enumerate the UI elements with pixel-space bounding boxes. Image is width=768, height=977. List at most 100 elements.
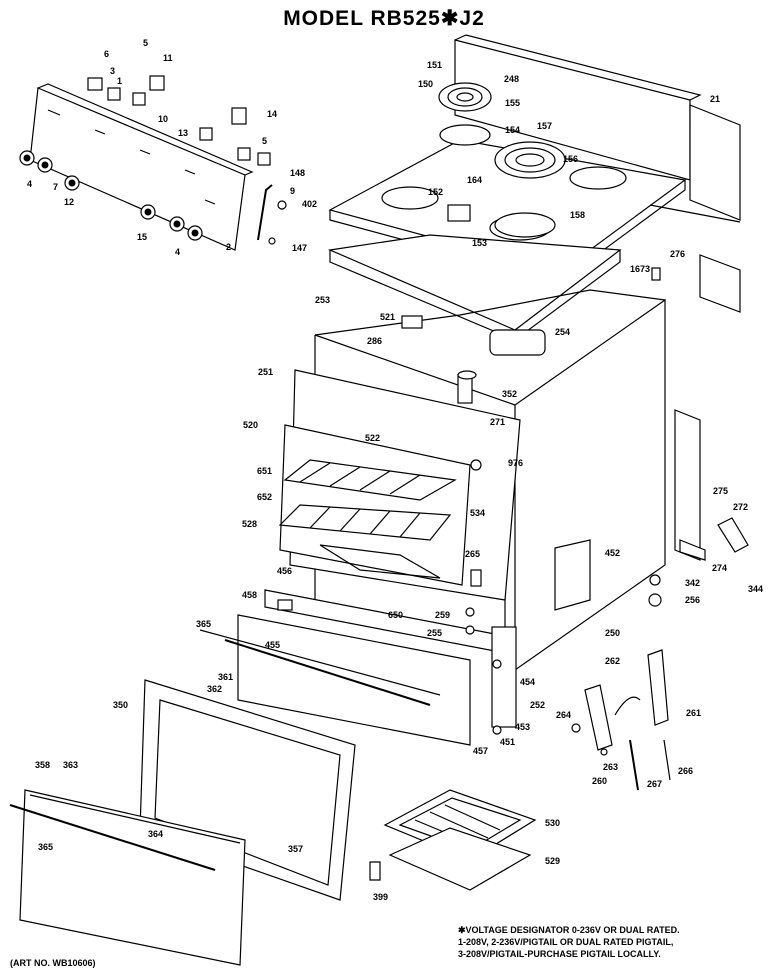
part-label: 263: [603, 762, 618, 772]
footnote-line: 1-208V, 2-236V/PIGTAIL OR DUAL RATED PIG…: [458, 937, 674, 947]
part-label: 276: [670, 249, 685, 259]
part-label: 158: [570, 210, 585, 220]
part-label: 529: [545, 856, 560, 866]
part-label: 344: [748, 584, 763, 594]
part-label: 364: [148, 829, 163, 839]
part-label: 357: [288, 844, 303, 854]
part-label: 361: [218, 672, 233, 682]
footnote-line: 3-208V/PIGTAIL-PURCHASE PIGTAIL LOCALLY.: [458, 949, 661, 959]
part-label: 5: [262, 136, 267, 146]
part-label: 399: [373, 892, 388, 902]
part-label: 402: [302, 199, 317, 209]
part-label: 456: [277, 566, 292, 576]
part-label: 451: [500, 737, 515, 747]
hinge-hardware: [277, 267, 749, 881]
part-label: 363: [63, 760, 78, 770]
part-label: 452: [605, 548, 620, 558]
part-label: 164: [467, 175, 482, 185]
voltage-footnote: ✱VOLTAGE DESIGNATOR 0-236V OR DUAL RATED…: [458, 924, 758, 960]
part-label: 454: [520, 677, 535, 687]
part-label: 521: [380, 312, 395, 322]
art-number: (ART NO. WB10606): [10, 958, 96, 968]
part-label: 286: [367, 336, 382, 346]
part-label: 2: [226, 242, 231, 252]
part-label: 5: [143, 38, 148, 48]
part-label: 6: [104, 49, 109, 59]
part-label: 520: [243, 420, 258, 430]
part-label: 259: [435, 610, 450, 620]
part-label: 522: [365, 433, 380, 443]
part-label: 267: [647, 779, 662, 789]
oven-racks: [278, 459, 457, 579]
part-label: 265: [465, 549, 480, 559]
part-label: 271: [490, 417, 505, 427]
part-label: 15: [137, 232, 147, 242]
part-label: 248: [504, 74, 519, 84]
part-label: 264: [556, 710, 571, 720]
oven-door: [9, 789, 246, 966]
part-label: 252: [530, 700, 545, 710]
part-label: 11: [163, 53, 173, 63]
part-label: 151: [427, 60, 442, 70]
part-label: 254: [555, 327, 570, 337]
part-label: 251: [258, 367, 273, 377]
oven-body: [314, 254, 741, 672]
part-label: 455: [265, 640, 280, 650]
broiler-pan: [383, 789, 537, 891]
switches: [87, 75, 287, 245]
drawer-panel: [199, 589, 517, 746]
part-label: 154: [505, 125, 520, 135]
part-labels: 5 6 3 1 11 10 14 13 5 148 9 402 147 2 4 …: [27, 38, 763, 902]
part-label: 14: [267, 109, 277, 119]
surface-elements: [438, 82, 566, 238]
part-label: 457: [473, 746, 488, 756]
control-panel: [29, 83, 254, 251]
part-label: 528: [242, 519, 257, 529]
part-label: 976: [508, 458, 523, 468]
part-label: 261: [686, 708, 701, 718]
part-label: 352: [502, 389, 517, 399]
top-tray: [327, 234, 622, 341]
part-label: 147: [292, 243, 307, 253]
part-label: 153: [472, 238, 487, 248]
part-label: 534: [470, 508, 485, 518]
part-label: 256: [685, 595, 700, 605]
part-label: 156: [563, 154, 578, 164]
part-label: 266: [678, 766, 693, 776]
part-label: 365: [196, 619, 211, 629]
part-label: 250: [605, 628, 620, 638]
diagram-title: MODEL RB525✱J2: [283, 7, 485, 30]
part-label: 148: [290, 168, 305, 178]
part-label: 275: [713, 486, 728, 496]
backsplash: [454, 34, 741, 223]
part-label: 651: [257, 466, 272, 476]
part-label: 255: [427, 628, 442, 638]
footnote-line: ✱VOLTAGE DESIGNATOR 0-236V OR DUAL RATED…: [458, 925, 680, 935]
part-label: 1: [117, 76, 122, 86]
part-label: 155: [505, 98, 520, 108]
part-label: 458: [242, 590, 257, 600]
part-label: 4: [27, 179, 32, 189]
part-label: 157: [537, 121, 552, 131]
part-label: 253: [315, 295, 330, 305]
knobs: [19, 150, 203, 241]
part-label: 342: [685, 578, 700, 588]
part-label: 260: [592, 776, 607, 786]
part-label: 365: [38, 842, 53, 852]
part-label: 530: [545, 818, 560, 828]
part-label: 21: [710, 94, 720, 104]
part-label: 274: [712, 563, 727, 573]
part-label: 12: [64, 197, 74, 207]
part-label: 350: [113, 700, 128, 710]
part-label: 262: [605, 656, 620, 666]
part-label: 3: [110, 66, 115, 76]
part-label: 362: [207, 684, 222, 694]
part-label: 453: [515, 722, 530, 732]
part-label: 10: [158, 114, 168, 124]
part-label: 7: [53, 182, 58, 192]
part-label: 1673: [630, 264, 650, 274]
part-label: 152: [428, 187, 443, 197]
part-label: 650: [388, 610, 403, 620]
part-label: 9: [290, 186, 295, 196]
